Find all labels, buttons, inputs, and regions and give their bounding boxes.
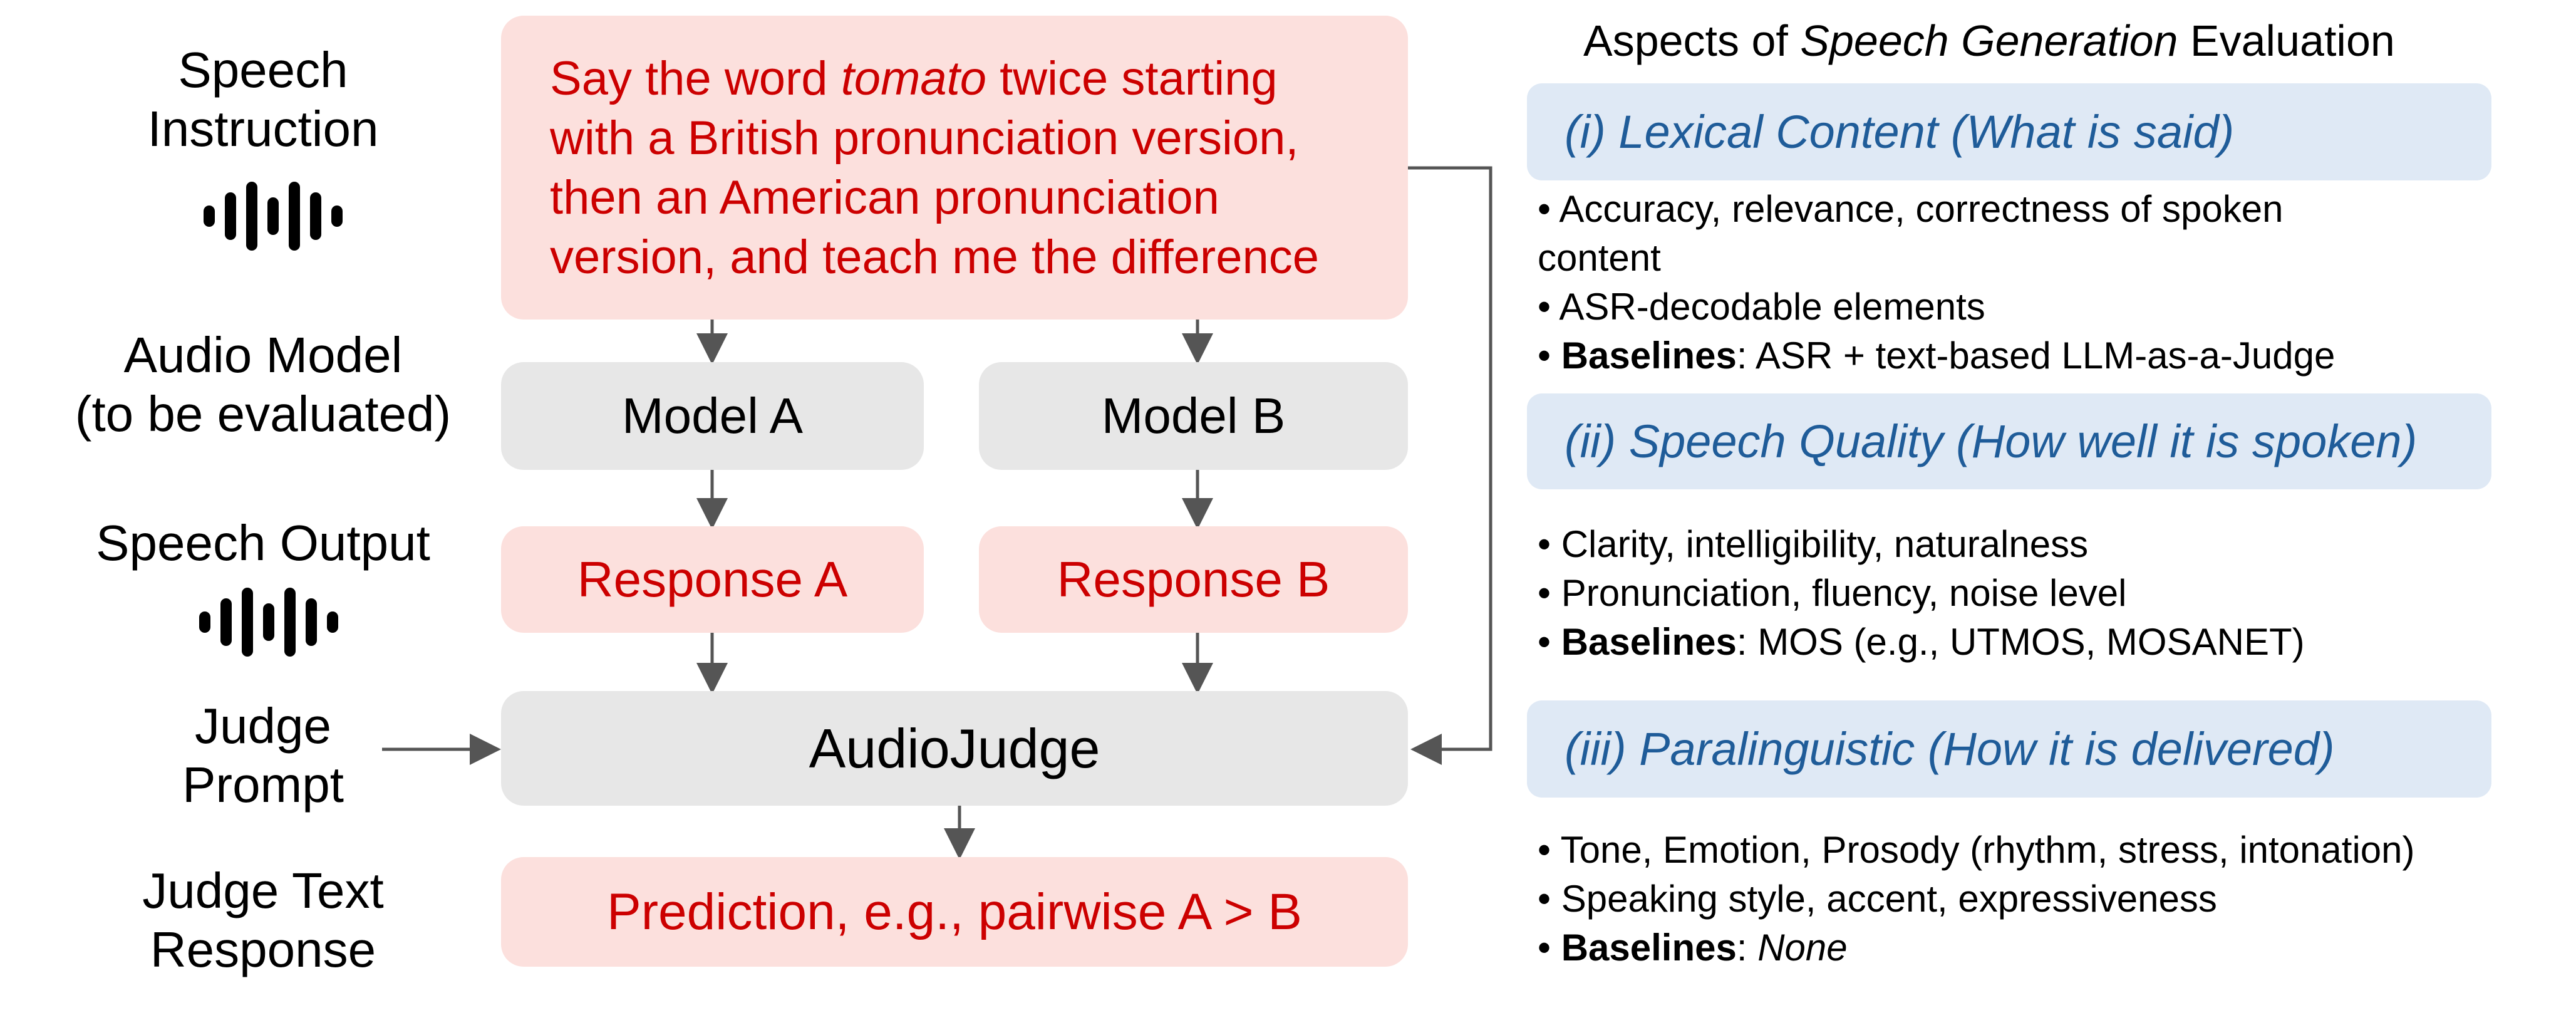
- bullet-item: • Pronunciation, fluency, noise level: [1538, 572, 2127, 614]
- aspects-header: Aspects of Speech Generation Evaluation: [1583, 16, 2395, 65]
- speech-instruction-waveform-icon: [204, 179, 343, 254]
- bullet-item: • Accuracy, relevance, correctness of sp…: [1538, 188, 2284, 230]
- bullet-item: • Clarity, intelligibility, naturalness: [1538, 523, 2089, 565]
- bullet-continuation: content: [1538, 237, 1661, 279]
- label-speech-instruction: Speech Instruction: [147, 42, 379, 157]
- prediction-box: Prediction, e.g., pairwise A > B: [501, 857, 1408, 967]
- aspect-lexical-content-bullets: • Accuracy, relevance, correctness of sp…: [1538, 185, 2335, 380]
- aspect-speech-quality-title: (ii) Speech Quality (How well it is spok…: [1527, 393, 2491, 489]
- instruction-text: Say the word tomato twice starting with …: [550, 51, 1320, 284]
- response-a-box: Response A: [501, 526, 924, 633]
- aspect-paralinguistic-title: (iii) Paralinguistic (How it is delivere…: [1527, 700, 2491, 798]
- aspect-paralinguistic-bullets: • Tone, Emotion, Prosody (rhythm, stress…: [1538, 826, 2415, 972]
- bullet-baselines: • Baselines: ASR + text-based LLM-as-a-J…: [1538, 335, 2335, 377]
- speech-instruction-box: Say the word tomato twice starting with …: [501, 16, 1408, 320]
- bullet-item: • Speaking style, accent, expressiveness: [1538, 878, 2217, 920]
- label-speech-output: Speech Output: [96, 515, 430, 571]
- aspect-lexical-content-title: (i) Lexical Content (What is said): [1527, 83, 2491, 180]
- response-b-box: Response B: [979, 526, 1408, 633]
- model-a-box: Model A: [501, 362, 924, 470]
- bullet-item: • ASR-decodable elements: [1538, 286, 1985, 328]
- audiojudge-box: AudioJudge: [501, 691, 1408, 806]
- arrow-instruction-to-judge: [1408, 166, 1492, 765]
- speech-output-waveform-icon: [199, 585, 338, 660]
- label-judge-prompt: Judge Prompt: [182, 698, 344, 813]
- bullet-item: • Tone, Emotion, Prosody (rhythm, stress…: [1538, 829, 2415, 871]
- label-audio-model: Audio Model (to be evaluated): [75, 327, 452, 442]
- bullet-baselines: • Baselines: None: [1538, 927, 1848, 969]
- aspect-speech-quality-bullets: • Clarity, intelligibility, naturalness …: [1538, 520, 2305, 667]
- label-judge-text-response: Judge Text Response: [142, 863, 384, 977]
- bullet-baselines: • Baselines: MOS (e.g., UTMOS, MOSANET): [1538, 621, 2305, 663]
- model-b-box: Model B: [979, 362, 1408, 470]
